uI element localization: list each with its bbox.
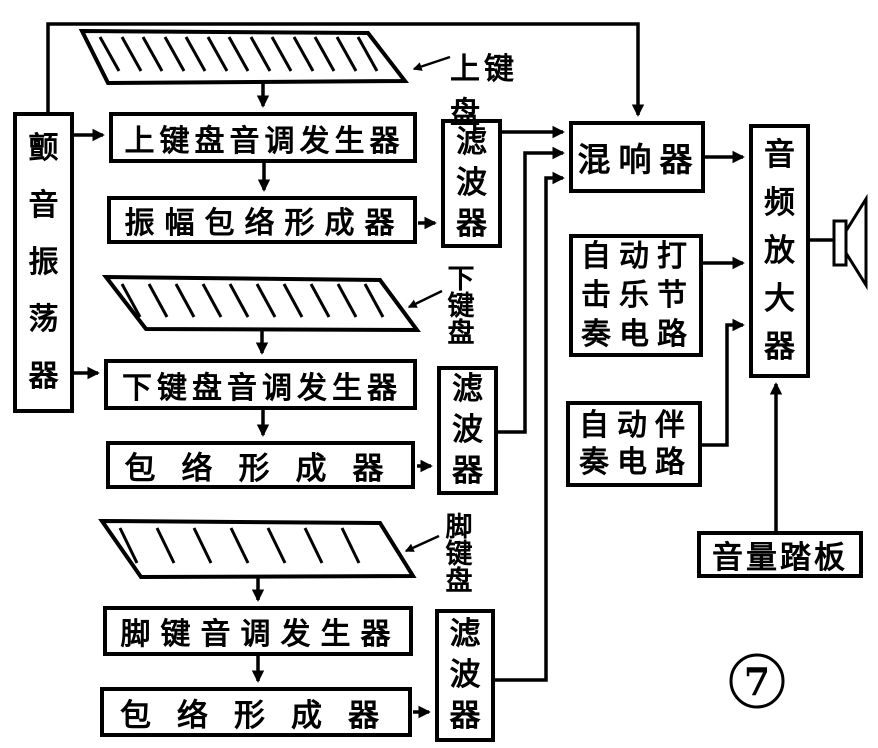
pedal-key-tone-generator-box: 脚键音调发生器 xyxy=(103,606,413,656)
auto-percussion-rhythm-box: 自动打 击乐节 奏电路 xyxy=(569,234,703,357)
vibrato-oscillator-label: 颤音振荡器 xyxy=(28,131,59,394)
pedal-key-tone-generator-label: 脚键音调发生器 xyxy=(120,617,401,652)
audio-amplifier-label: 音频放大器 xyxy=(764,137,795,365)
envelope-former-lower-label: 包络形成器 xyxy=(124,450,410,487)
reverb-label: 混响器 xyxy=(577,140,701,179)
lower-keyboard-tone-generator-box: 下键盘音调发生器 xyxy=(104,359,417,410)
upper-keyboard-tone-generator-box: 上键盘音调发生器 xyxy=(109,112,417,163)
upper-keyboard-tone-generator-label: 上键盘音调发生器 xyxy=(124,123,405,159)
filter-pedal-box: 滤波器 xyxy=(435,609,495,742)
volume-pedal-box: 音量踏板 xyxy=(697,531,863,578)
reverb-box: 混响器 xyxy=(569,121,705,193)
figure-number-circle xyxy=(729,653,785,709)
upper-keyboard-graphic xyxy=(78,28,410,86)
filter-pedal-label: 滤波器 xyxy=(449,616,481,734)
volume-pedal-label: 音量踏板 xyxy=(712,540,848,576)
lower-keyboard-graphic xyxy=(101,274,421,333)
filter-lower-label: 滤波器 xyxy=(452,371,483,489)
pedal-keyboard-label: 脚键盘 xyxy=(445,512,473,597)
lower-keyboard-label: 下键盘 xyxy=(447,264,475,349)
filter-upper-label: 滤波器 xyxy=(456,124,487,242)
speaker-icon xyxy=(832,193,868,291)
filter-lower-box: 滤波器 xyxy=(437,366,498,495)
auto-accompaniment-box: 自动伴 奏电路 xyxy=(566,401,702,487)
amplitude-envelope-former-box: 振幅包络形成器 xyxy=(107,196,417,244)
auto-percussion-rhythm-label: 自动打 击乐节 奏电路 xyxy=(581,239,695,352)
pedal-keyboard-graphic xyxy=(98,518,417,580)
filter-upper-box: 滤波器 xyxy=(441,119,502,248)
envelope-former-pedal-box: 包络形成器 xyxy=(100,687,412,737)
amplitude-envelope-former-label: 振幅包络形成器 xyxy=(124,206,405,241)
vibrato-oscillator-box: 颤音振荡器 xyxy=(13,112,74,413)
envelope-former-lower-box: 包络形成器 xyxy=(106,441,415,489)
figure-number: 7 xyxy=(743,658,771,704)
auto-accompaniment-label: 自动伴 奏电路 xyxy=(579,408,693,480)
lower-keyboard-tone-generator-label: 下键盘音调发生器 xyxy=(122,370,402,406)
audio-amplifier-box: 音频放大器 xyxy=(749,124,810,378)
envelope-former-pedal-label: 包络形成器 xyxy=(120,697,405,734)
upper-keyboard-label: 上键盘 xyxy=(450,52,518,131)
